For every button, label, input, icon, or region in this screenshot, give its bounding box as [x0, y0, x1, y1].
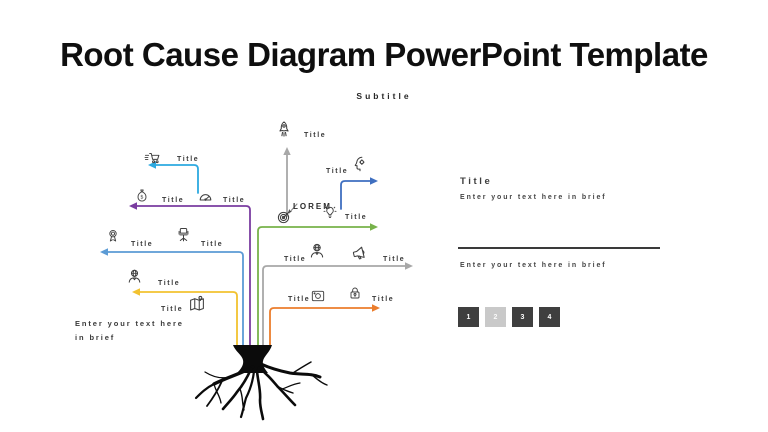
megaphone-icon [351, 244, 369, 262]
center-arrow-rocket [283, 147, 291, 155]
step-boxes: 1 2 3 4 [458, 307, 560, 327]
bulb-title[interactable]: Title [345, 214, 368, 221]
person-globe-title[interactable]: Title [158, 280, 181, 287]
panel-text-bottom[interactable]: Enter your text here in brief [460, 262, 607, 269]
branch-line-head [340, 180, 372, 210]
left-note-text[interactable]: Enter your text here in brief [75, 317, 184, 345]
branch-arrow-bulb [370, 223, 378, 231]
lock-icon [347, 285, 363, 301]
tree-roots [233, 345, 272, 373]
branch-arrow-lock [372, 304, 380, 312]
panel-title[interactable]: Title [460, 176, 493, 187]
light-bulb-icon [322, 205, 338, 221]
step-box-2[interactable]: 2 [485, 307, 506, 327]
rocket-title[interactable]: Title [304, 132, 327, 139]
map-title[interactable]: Title [161, 306, 184, 313]
cart-title[interactable]: Title [177, 156, 200, 163]
lock-title[interactable]: Title [372, 296, 395, 303]
lorem-label[interactable]: LOREM [293, 202, 332, 211]
branch-arrow-head [370, 177, 378, 185]
branch-arrow-map [132, 288, 140, 296]
camera-icon [310, 288, 326, 304]
money-bag-title[interactable]: Title [162, 197, 185, 204]
branch-line-megaphone [262, 265, 407, 348]
slide-title[interactable]: Root Cause Diagram PowerPoint Template [60, 36, 708, 73]
branch-arrow-megaphone [405, 262, 413, 270]
gauge-title[interactable]: Title [223, 197, 246, 204]
left-note-line-1: Enter your text here [75, 319, 184, 328]
slide-subtitle[interactable]: Subtitle [356, 91, 412, 101]
shopping-cart-icon [144, 150, 161, 167]
map-icon [188, 295, 206, 313]
panel-divider [458, 247, 660, 249]
medal-icon [105, 228, 121, 244]
megaphone-title[interactable]: Title [383, 256, 406, 263]
person-globe-2-title[interactable]: Title [284, 256, 307, 263]
left-note-line-2: in brief [75, 333, 116, 342]
step-box-3[interactable]: 3 [512, 307, 533, 327]
global-person-icon [126, 268, 143, 285]
rocket-icon [275, 120, 293, 138]
tree-root-strands [194, 361, 328, 421]
gauge-icon [197, 189, 214, 206]
office-chair-icon [175, 226, 192, 243]
target-icon [276, 207, 294, 225]
panel-text-top[interactable]: Enter your text here in brief [460, 194, 607, 201]
step-box-4[interactable]: 4 [539, 307, 560, 327]
branch-line-cart [152, 164, 199, 194]
step-box-1[interactable]: 1 [458, 307, 479, 327]
chair-title[interactable]: Title [201, 241, 224, 248]
global-person-icon-2 [308, 242, 326, 260]
branch-line-lock [269, 307, 374, 348]
money-bag-icon: $ [134, 188, 150, 204]
branch-arrow-medal [100, 248, 108, 256]
head-gear-icon [351, 155, 369, 173]
head-gear-title[interactable]: Title [326, 168, 349, 175]
svg-text:$: $ [140, 195, 143, 201]
medal-title[interactable]: Title [131, 241, 154, 248]
camera-title[interactable]: Title [288, 296, 311, 303]
